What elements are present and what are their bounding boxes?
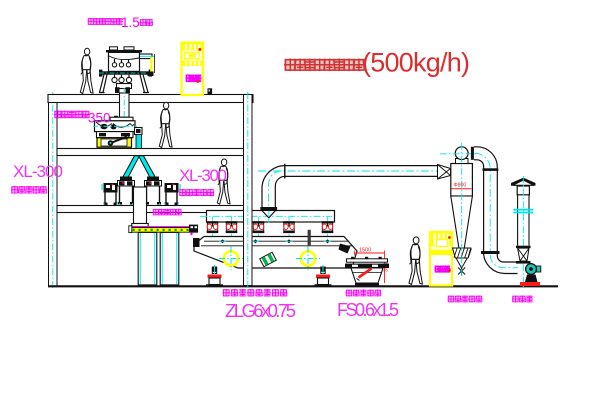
svg-text:XL-300: XL-300: [13, 162, 63, 181]
svg-text:FS0.6x1.5: FS0.6x1.5: [337, 300, 399, 320]
svg-text:1.5: 1.5: [121, 15, 140, 30]
svg-text:Φ800: Φ800: [454, 183, 467, 189]
svg-text:ZLG6x0.75: ZLG6x0.75: [225, 300, 296, 321]
svg-text:1500: 1500: [359, 248, 371, 254]
svg-text:XL-300: XL-300: [179, 166, 227, 185]
svg-text:(500kg/h): (500kg/h): [362, 48, 470, 78]
svg-text:350: 350: [88, 111, 111, 126]
